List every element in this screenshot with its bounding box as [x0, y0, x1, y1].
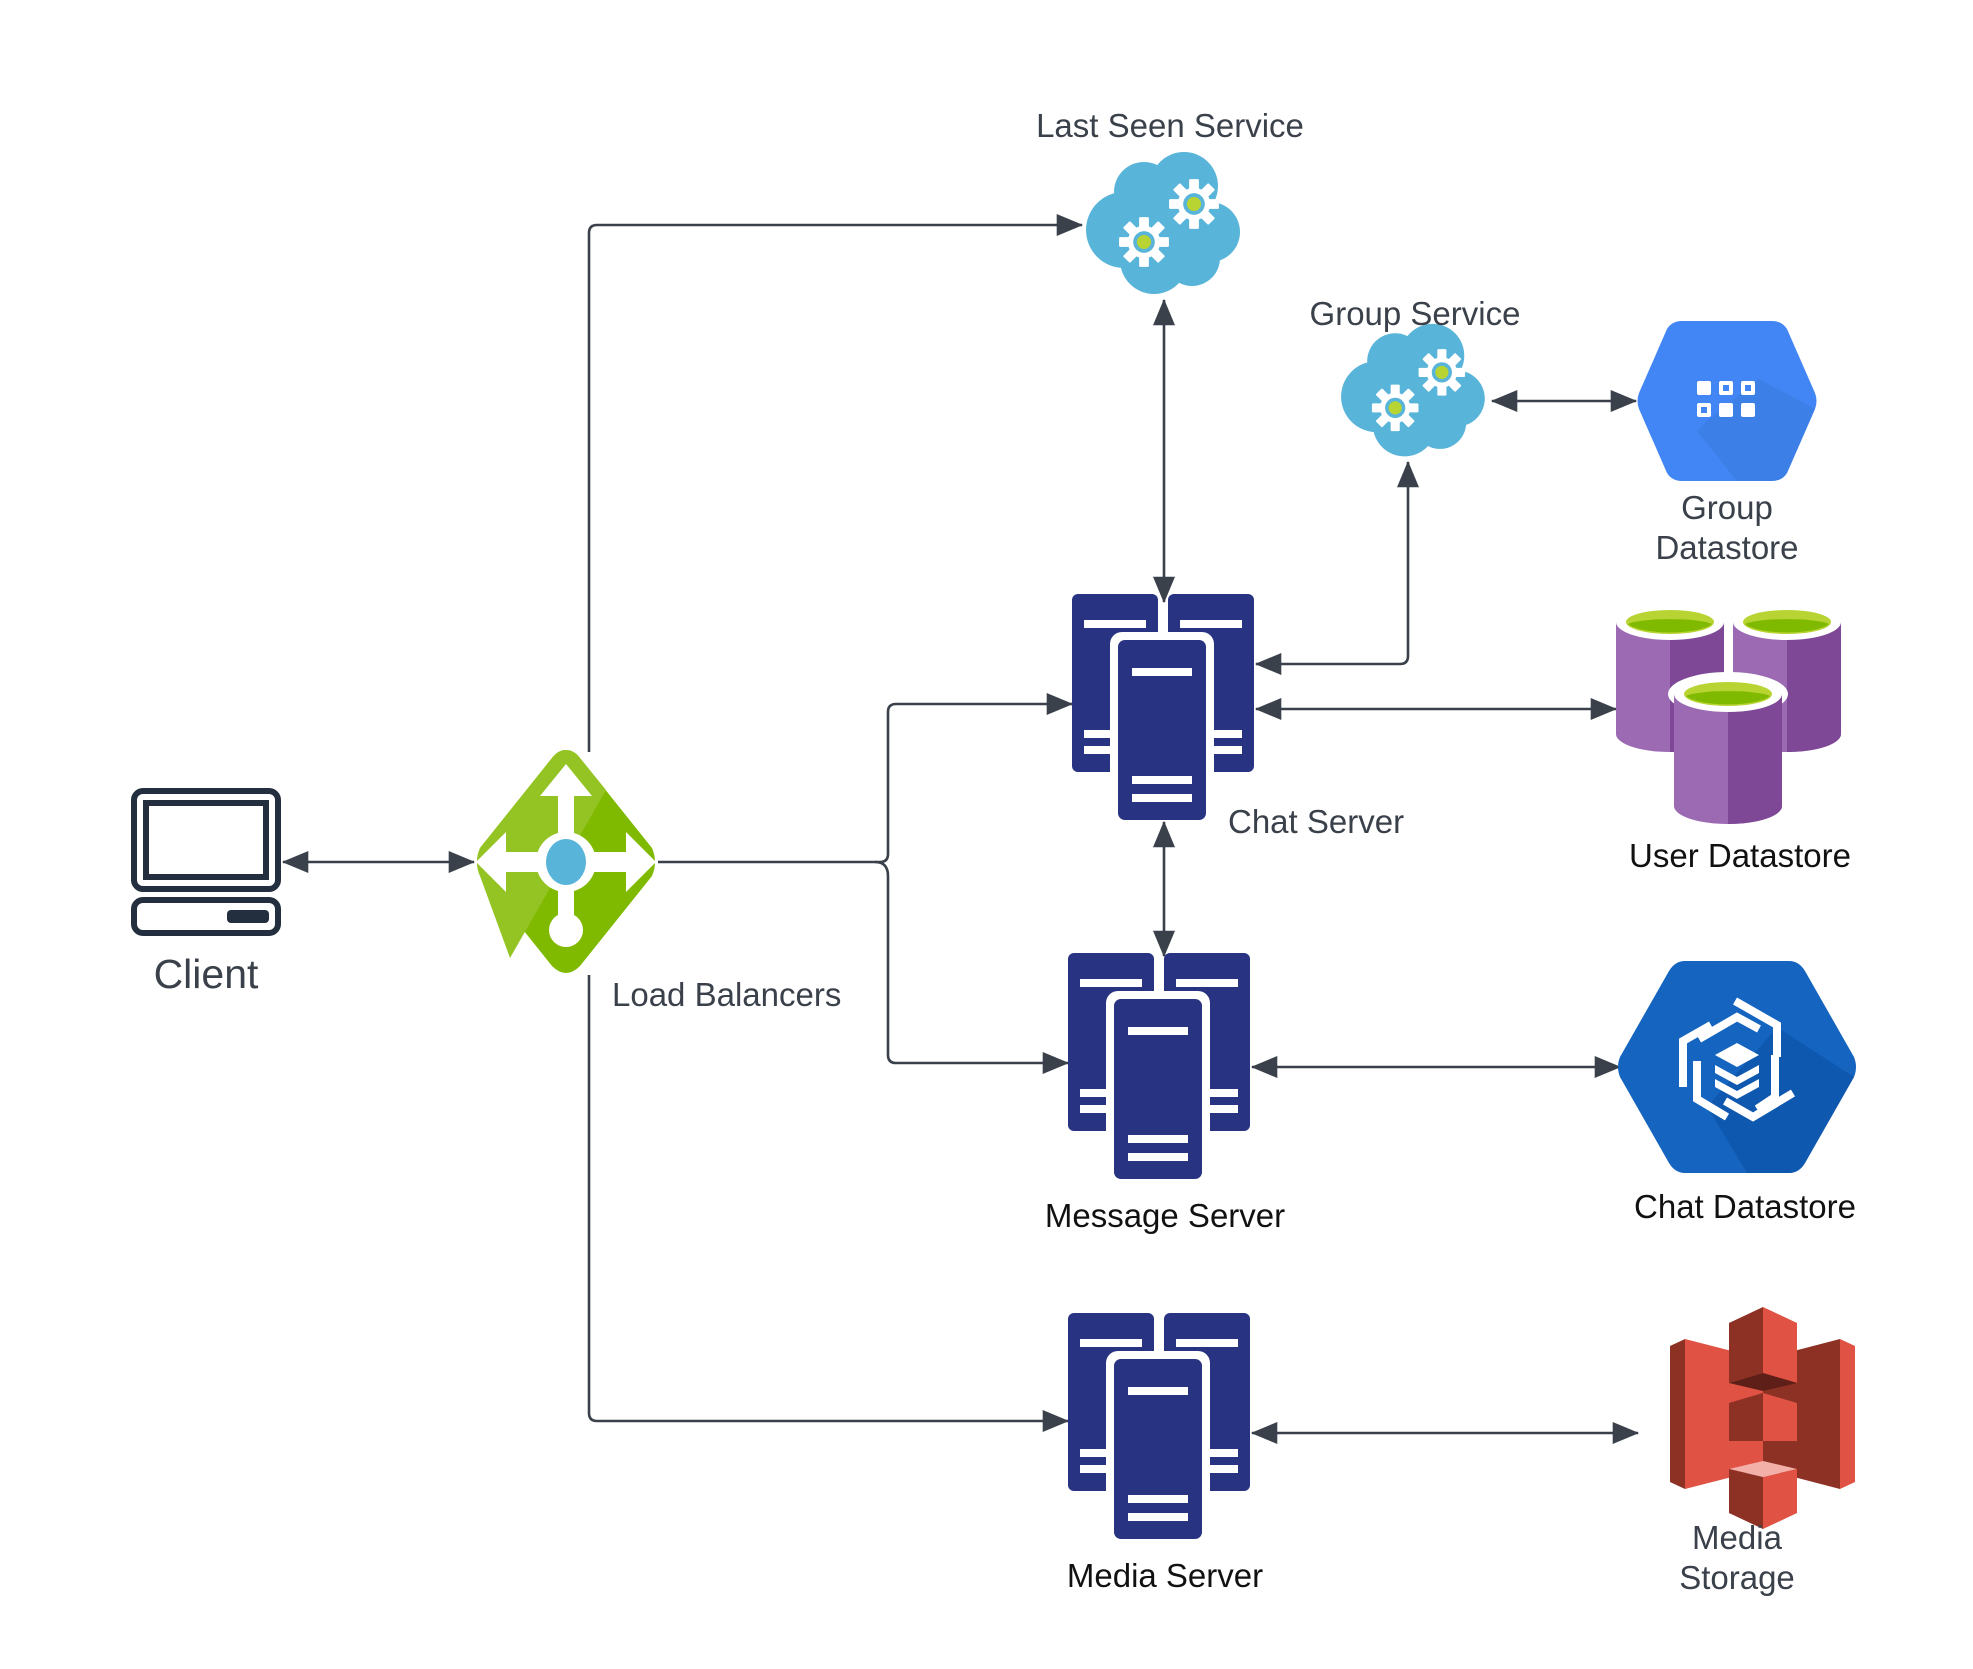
desktop-computer-icon[interactable]: [131, 788, 281, 936]
gcp-bigtable-icon[interactable]: [1618, 961, 1856, 1173]
media-storage-label: Media Storage: [1627, 1518, 1847, 1597]
load-balancer-icon[interactable]: [476, 750, 656, 973]
load-balancer-label: Load Balancers: [612, 976, 842, 1013]
chat-datastore-label: Chat Datastore: [1634, 1188, 1856, 1225]
client-label: Client: [153, 951, 259, 997]
last-seen-cloud-service-icon[interactable]: [1086, 152, 1240, 294]
edge-load-balancer-media-server: [587, 975, 1070, 1432]
database-cluster-icon[interactable]: [1616, 604, 1841, 824]
s3-bucket-icon[interactable]: [1670, 1307, 1855, 1529]
edge-load-balancer-last-seen: [587, 214, 1084, 752]
media-storage-label-line-2: Storage: [1679, 1558, 1795, 1596]
group-cloud-service-icon[interactable]: [1341, 324, 1485, 457]
group-service-label: Group Service: [1309, 295, 1521, 332]
group-datastore-label-line-1: Group: [1681, 489, 1773, 526]
group-datastore-label-line-2: Datastore: [1655, 528, 1799, 566]
message-server-cluster-icon[interactable]: [1068, 953, 1250, 1181]
media-server-cluster-icon[interactable]: [1068, 1313, 1250, 1541]
media-storage-label-line-1: Media: [1692, 1519, 1782, 1556]
media-server-label: Media Server: [1066, 1557, 1264, 1594]
edge-chat-server-group-service: [1254, 460, 1419, 675]
group-datastore-label: Group Datastore: [1617, 488, 1837, 567]
message-server-label: Message Server: [1044, 1197, 1286, 1234]
last-seen-service-label: Last Seen Service: [1036, 107, 1304, 144]
edge-load-balancer-chat-server: [658, 693, 1074, 864]
user-datastore-label: User Datastore: [1629, 837, 1851, 874]
chat-server-cluster-icon[interactable]: [1072, 594, 1254, 822]
edge-load-balancer-message-server: [874, 860, 1070, 1074]
chat-server-label: Chat Server: [1228, 803, 1405, 840]
gcp-datastore-icon[interactable]: [1637, 321, 1817, 481]
